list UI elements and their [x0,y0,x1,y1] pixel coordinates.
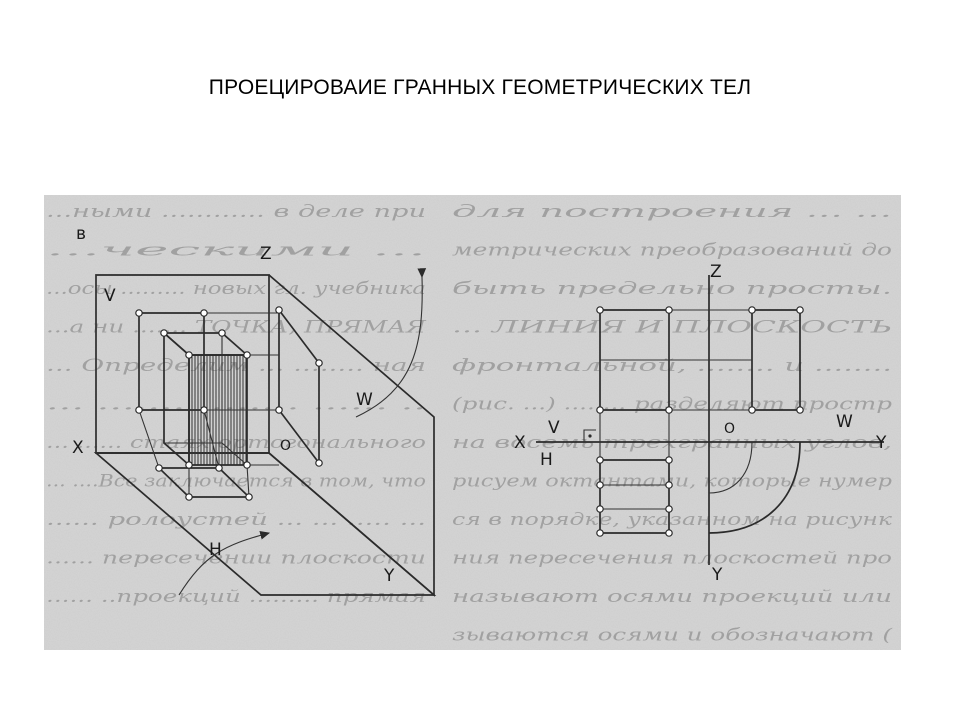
background-text-line: ...а ни ....... ТОЧКА, ПРЯМАЯ [46,318,426,338]
transfer-arc-inner [708,441,753,494]
background-text-line: быть предельно просты. [452,279,892,299]
background-text-line: метрических преобразований до [452,241,892,261]
right-label-axis-y-bottom: Y [711,565,723,585]
background-text-line: ... ....Все заключается в том, что [46,472,426,492]
right-label-plane-v: V [548,418,560,438]
view-linkage-lines [599,309,752,460]
right-label-axis-y-right: Y [875,433,887,453]
label-axis-z: Z [260,244,272,264]
slide-title: ПРОЕЦИРОВАИЕ ГРАННЫХ ГЕОМЕТРИЧЕСКИХ ТЕЛ [208,76,752,99]
left-vertex-nodes [135,306,323,501]
right-label-origin: O [724,421,735,437]
label-origin: O [280,438,291,454]
background-text-line: ...... пересечении плоскости [46,549,426,569]
scan-grain [44,195,901,650]
background-text-line: называют осями проекций или [452,587,892,607]
background-text-line: для построения ... ... [452,202,892,222]
right-label-axis-z: Z [710,262,722,282]
label-b: в [76,224,86,244]
transfer-arc [708,441,801,534]
label-plane-h: H [209,540,222,560]
background-text-line: ...осы ......... новых гл. учебника [46,279,426,299]
background-text-right: для построения ... ... метрических преобр… [452,202,893,646]
background-text-line: ся в порядке, указанном на рисунк [452,510,893,530]
right-vertex-nodes [596,306,804,537]
background-text-line: ...... ..проекций ......... прямая [46,587,426,607]
label-axis-y: Y [383,566,395,586]
top-view-midline [600,484,669,510]
projection-connectors [138,312,279,498]
background-text-line: ...... ролоустей ... ... ..... ... [46,510,426,530]
label-plane-v: V [104,286,116,306]
left-projection-diagram: в V Z W X O H Y [72,224,437,597]
background-text-line: ... ЛИНИЯ И ПЛОСКОСТЬ [452,318,892,338]
right-label-plane-w: W [836,412,853,432]
right-label-plane-h: H [540,450,553,470]
background-text-line: рисуем октантами, которые нумер [452,472,892,492]
background-text-line: зываются осями и обозначают ( [452,626,893,646]
right-angle-dot [588,434,592,438]
background-text-line: ния пересечения плоскостей про [452,549,892,569]
background-text-line: фронтальной, ........ и ........ [452,356,892,376]
background-text-line: ...ческими ... [46,241,426,261]
right-projection-diagram: Z X V H O W Y Y [514,262,887,585]
label-axis-x: X [72,438,84,458]
prism-hidden-edges [164,333,248,466]
h-rotation-arc [178,531,271,596]
background-text-line: на восемь трехгранных углов, [452,433,892,453]
scan-figure: ...ными ............ в деле при ...ческим… [44,195,901,650]
plane-w-outline [268,274,435,597]
label-plane-w: W [356,390,373,410]
right-angle-mark [583,429,596,442]
w-rotation-arc [355,268,427,418]
background-text-line: ...ными ............ в деле при [46,202,426,222]
right-label-axis-x: X [514,433,526,453]
